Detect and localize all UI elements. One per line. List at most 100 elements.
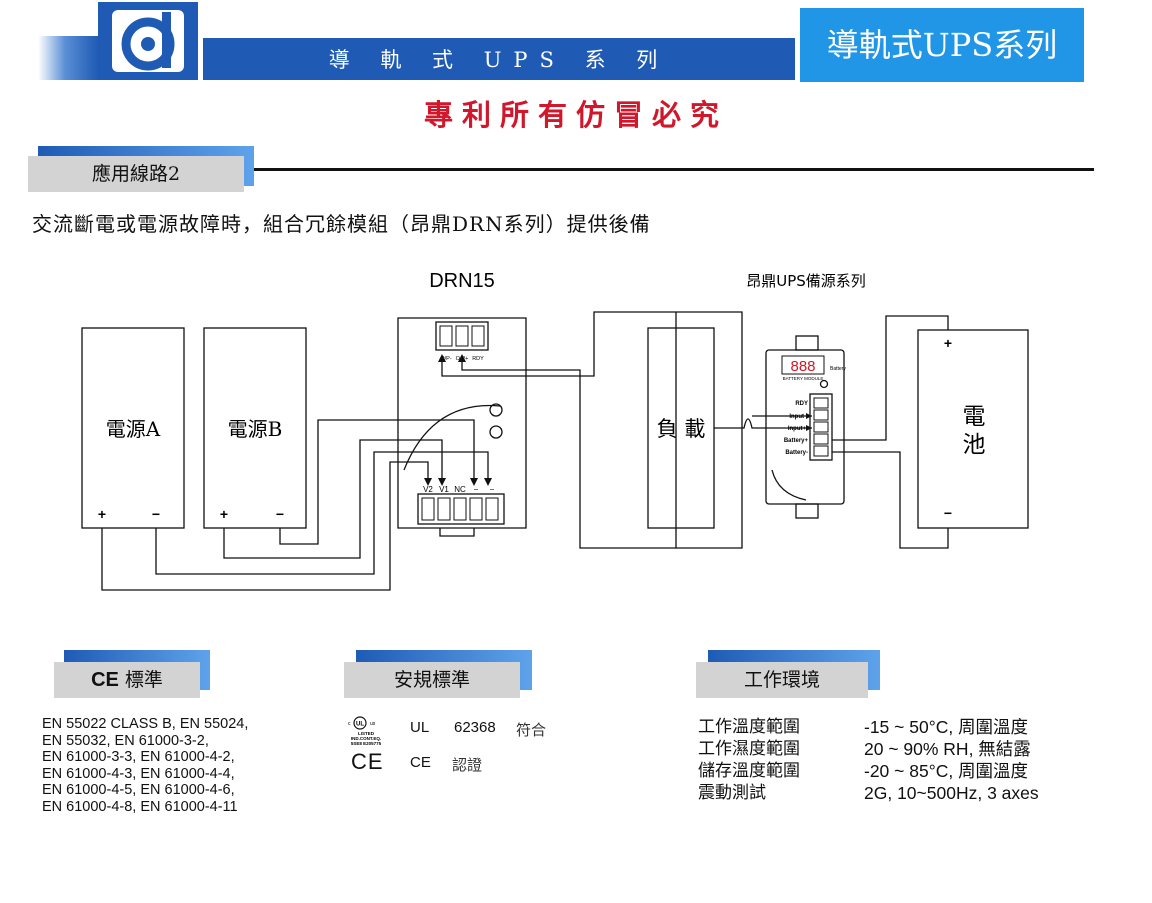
battery-plus: + bbox=[944, 335, 952, 351]
ups-model-label: BATTERY MODULE bbox=[783, 376, 824, 381]
drn-bottom-terminal-label: − bbox=[474, 485, 479, 494]
series-header-text: 導 軌 式 UPS 系 列 bbox=[328, 48, 670, 72]
ul-status: 符合 bbox=[516, 721, 547, 739]
env-row-label: 工作濕度範圍 bbox=[698, 739, 800, 759]
ce-mark-icon: CE bbox=[351, 749, 384, 774]
env-row-label: 工作溫度範圍 bbox=[698, 717, 800, 737]
env-row-label: 震動測試 bbox=[698, 783, 766, 803]
company-logo bbox=[98, 2, 198, 80]
logo-d-icon bbox=[121, 12, 175, 71]
safety-heading: 安規標準 bbox=[344, 662, 520, 698]
ups-internal-curve bbox=[771, 469, 807, 501]
drn-internal-curve bbox=[403, 404, 501, 471]
ce-name: CE bbox=[410, 754, 431, 771]
ups-display bbox=[781, 355, 825, 375]
drn-bottom-terminal-label: V2 bbox=[423, 485, 433, 494]
ce-standard-line: EN 55032, EN 61000-3-2, bbox=[42, 732, 209, 749]
battery-box bbox=[917, 329, 1029, 529]
drn-top-terminal-block bbox=[435, 321, 489, 351]
wire-drn-op-minus bbox=[441, 311, 743, 549]
ups-bottom-clip bbox=[795, 503, 819, 519]
ups-terminal-label: Input- bbox=[789, 414, 806, 420]
header-gradient-strip bbox=[38, 36, 98, 80]
drn-bottom-terminal-block bbox=[417, 493, 505, 525]
section-divider bbox=[254, 168, 1094, 171]
ups-battery-label: Battery bbox=[830, 366, 846, 372]
logo-inner bbox=[112, 10, 184, 72]
section-description: 交流斷電或電源故障時，組合冗餘模組（昂鼎DRN系列）提供後備 bbox=[32, 212, 651, 236]
svg-text:IND.CONT.EQ.: IND.CONT.EQ. bbox=[351, 736, 381, 741]
drn-bottom-terminal-label: V1 bbox=[439, 485, 449, 494]
svg-text:us: us bbox=[370, 721, 376, 727]
wire-ups-battery-minus bbox=[832, 451, 949, 549]
env-row-label: 儲存溫度範圍 bbox=[698, 761, 800, 781]
psu-a-plus: + bbox=[98, 506, 106, 522]
wire-psu-b-plus bbox=[223, 439, 443, 559]
wire-psu-b-minus bbox=[279, 419, 475, 545]
env-row-value: -15 ~ 50°C, 周圍溫度 bbox=[864, 717, 1029, 737]
ce-standard-line: EN 61000-4-8, EN 61000-4-11 bbox=[42, 798, 238, 815]
ups-title: 昂鼎UPS備源系列 bbox=[746, 272, 866, 290]
drn-title: DRN15 bbox=[429, 270, 495, 292]
drn-led-2 bbox=[489, 425, 503, 439]
psu-a-box bbox=[81, 327, 185, 529]
ups-terminal-label: RDY bbox=[795, 401, 808, 407]
svg-text:LISTED: LISTED bbox=[358, 731, 375, 736]
battery-label-2: 池 bbox=[963, 432, 986, 458]
ul-standard: 62368 bbox=[454, 719, 496, 736]
series-header-bar: 導 軌 式 UPS 系 列 bbox=[203, 38, 795, 80]
ups-terminal-label: Input+ bbox=[788, 426, 807, 432]
svg-text:c: c bbox=[348, 721, 351, 727]
ce-standard-line: EN 61000-3-3, EN 61000-4-2, bbox=[42, 749, 235, 765]
battery-minus: − bbox=[944, 505, 952, 521]
load-label: 負 載 bbox=[657, 417, 706, 441]
ups-display-digits: 888 bbox=[790, 358, 815, 375]
section-label: 應用線路2 bbox=[28, 156, 244, 192]
drn-bottom-terminal-label: − bbox=[490, 485, 495, 494]
wire-psu-a-minus bbox=[155, 451, 489, 575]
psu-b-plus: + bbox=[220, 506, 228, 522]
ups-led bbox=[819, 379, 829, 389]
series-title-box: 導軌式UPS系列 bbox=[800, 8, 1084, 82]
drn-top-terminal-label: RDY bbox=[472, 356, 484, 362]
ul-name: UL bbox=[410, 719, 430, 736]
patent-notice: 專利所有仿冒必究 bbox=[423, 98, 728, 132]
env-row-value: 20 ~ 90% RH, 無結露 bbox=[864, 739, 1031, 759]
ups-terminal-label: Battery+ bbox=[784, 438, 809, 444]
psu-a-minus: − bbox=[152, 506, 160, 522]
ce-standard-line: EN 55022 CLASS B, EN 55024, bbox=[42, 716, 249, 732]
wire-drn-op-plus bbox=[461, 362, 676, 549]
drn-top-terminal-label: O/P- bbox=[440, 356, 451, 362]
wiring-diagram: 888 BATTERY MODULE Battery DRN15 昂鼎UPS備源… bbox=[81, 270, 1029, 591]
env-row-value: 2G, 10~500Hz, 3 axes bbox=[864, 783, 1039, 803]
svg-text:5SE8 E205775: 5SE8 E205775 bbox=[351, 741, 382, 746]
ce-status: 認證 bbox=[452, 756, 483, 774]
ce-standard-line: EN 61000-4-5, EN 61000-4-6, bbox=[42, 782, 235, 798]
ce-standard-line: EN 61000-4-3, EN 61000-4-4, bbox=[42, 765, 235, 782]
ul-listed-logo: UL us c LISTED IND.CONT.EQ. 5SE8 E205775 bbox=[348, 714, 388, 754]
ce-heading-text: 標準 bbox=[118, 669, 163, 691]
ce-heading-mark: CE bbox=[91, 669, 119, 691]
drn-din-clip bbox=[439, 528, 475, 537]
ce-standards-list: EN 55022 CLASS B, EN 55024, EN 55032, EN… bbox=[42, 716, 248, 815]
drn-led-1 bbox=[489, 403, 503, 417]
psu-b-box bbox=[203, 327, 307, 529]
wire-psu-a-plus bbox=[101, 461, 429, 591]
battery-label-1: 電 bbox=[963, 404, 986, 430]
env-heading: 工作環境 bbox=[696, 662, 868, 698]
psu-b-label: 電源B bbox=[228, 417, 283, 441]
env-table: 工作溫度範圍 -15 ~ 50°C, 周圍溫度 工作濕度範圍 20 ~ 90% … bbox=[698, 716, 1098, 816]
ups-terminal-label: Battery- bbox=[785, 450, 808, 456]
drn-module-body bbox=[397, 317, 527, 529]
svg-text:UL: UL bbox=[356, 722, 364, 728]
wire-ups-battery-plus bbox=[832, 315, 949, 441]
ce-heading: CE 標準 bbox=[54, 662, 200, 698]
drn-bottom-terminal-label: NC bbox=[454, 485, 466, 494]
ul-logo-icon: UL us c LISTED IND.CONT.EQ. 5SE8 E205775 bbox=[348, 716, 382, 746]
psu-b-minus: − bbox=[276, 506, 284, 522]
psu-a-label: 電源A bbox=[106, 417, 161, 441]
ups-top-clip bbox=[795, 335, 819, 351]
wire-load-to-ups bbox=[714, 418, 812, 429]
env-row-value: -20 ~ 85°C, 周圍溫度 bbox=[864, 761, 1029, 781]
drn-top-terminal-label: O/P+ bbox=[456, 356, 469, 362]
